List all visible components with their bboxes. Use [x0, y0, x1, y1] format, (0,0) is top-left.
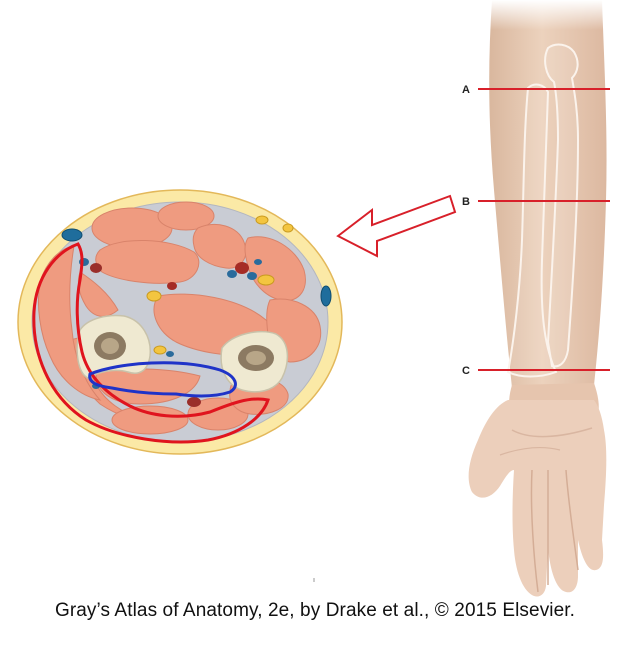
level-label-c: C	[462, 365, 470, 377]
vessels-nerves	[61, 215, 332, 407]
level-line-a: A	[462, 84, 610, 96]
figure-caption: Gray’s Atlas of Anatomy, 2e, by Drake et…	[54, 600, 576, 621]
deep-compartment-outline	[88, 361, 237, 398]
arrow-left-icon	[336, 194, 457, 258]
level-label-b: B	[462, 196, 470, 208]
radius-section	[76, 314, 151, 379]
posterior-compartment-outline	[32, 242, 270, 444]
hand-palm	[468, 400, 607, 597]
level-line-b: B	[462, 196, 610, 208]
level-label-a: A	[462, 84, 470, 96]
forearm-illustration	[468, 0, 620, 597]
radius-bone	[506, 83, 558, 378]
cross-section	[17, 189, 343, 455]
ulna-section	[220, 330, 289, 393]
level-line-c: C	[462, 365, 610, 377]
ulna-bone	[544, 43, 580, 368]
